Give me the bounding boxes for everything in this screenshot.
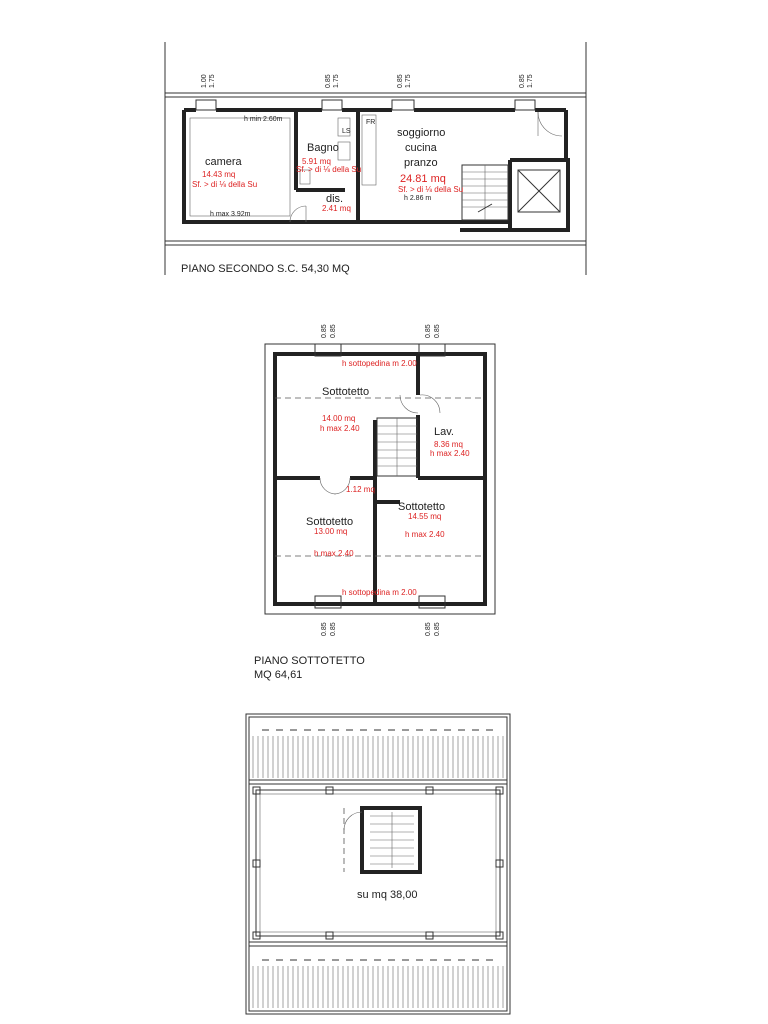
bagno-name: Bagno <box>307 142 339 154</box>
roof-area-label: su mq 38,00 <box>357 889 418 901</box>
attic-plan: 0.85 0.85 0.85 0.85 0.85 0.85 0.85 0.85 … <box>254 324 496 681</box>
attic-sw-h: h max 2.40 <box>314 549 354 558</box>
second-floor-plan: 1.00 1.75 0.85 1.75 0.85 1.75 0.85 1.75 … <box>164 42 587 275</box>
bagno-area: 5.91 mq <box>302 157 331 166</box>
roof-stair-core <box>343 806 422 874</box>
attic-dims: 0.85 0.85 0.85 0.85 0.85 0.85 0.85 0.85 <box>321 324 441 636</box>
attic-sw-name: Sottotetto <box>306 516 353 528</box>
dim-2a: 0.85 <box>325 74 332 88</box>
soggiorno-height: h 2.86 m <box>404 195 431 202</box>
attic-h-bottom: h sottopedina m 2.00 <box>342 588 417 597</box>
attic-dim-b2b: 0.85 <box>434 622 441 636</box>
soggiorno-note: Sf. > di ⅛ della Su <box>398 185 463 194</box>
soggiorno-name-3: pranzo <box>404 157 438 169</box>
attic-dim-t2a: 0.85 <box>425 324 432 338</box>
attic-dim-t1b: 0.85 <box>330 324 337 338</box>
second-floor-dims: 1.00 1.75 0.85 1.75 0.85 1.75 0.85 1.75 <box>201 74 534 88</box>
camera-name: camera <box>205 156 243 168</box>
bagno-note: Sf. > di ⅛ della Su <box>296 165 361 174</box>
second-floor-caption: PIANO SECONDO S.C. 54,30 MQ <box>181 263 350 275</box>
dim-3a: 0.85 <box>397 74 404 88</box>
dim-4b: 1.75 <box>527 74 534 88</box>
soggiorno-area: 24.81 mq <box>400 173 446 185</box>
attic-lav-h: h max 2.40 <box>430 449 470 458</box>
attic-dim-b2a: 0.85 <box>425 622 432 636</box>
attic-dim-t1a: 0.85 <box>321 324 328 338</box>
dis-area: 2.41 mq <box>322 204 351 213</box>
bathroom-fixtures <box>299 114 377 186</box>
attic-nw-name: Sottotetto <box>322 386 369 398</box>
attic-se-h: h max 2.40 <box>405 530 445 539</box>
attic-sw-area: 13.00 mq <box>314 527 347 536</box>
attic-h-top: h sottopedina m 2.00 <box>342 359 417 368</box>
soggiorno-name-2: cucina <box>405 142 438 154</box>
second-floor-stairs <box>461 164 509 221</box>
dim-4a: 0.85 <box>519 74 526 88</box>
dim-3b: 1.75 <box>405 74 412 88</box>
roof-plan: su mq 38,00 <box>245 713 511 1015</box>
attic-stairs <box>376 417 418 477</box>
attic-landing-area: 1.12 mq <box>346 485 375 494</box>
attic-nw-area: 14.00 mq <box>322 414 355 423</box>
dim-1a: 1.00 <box>201 74 208 88</box>
camera-note: Sf. > di ⅛ della Su <box>192 180 257 189</box>
dim-2b: 1.75 <box>333 74 340 88</box>
attic-lav-area: 8.36 mq <box>434 440 463 449</box>
attic-dim-b1b: 0.85 <box>330 622 337 636</box>
fixture-fr: FR <box>366 119 375 126</box>
dim-1b: 1.75 <box>209 74 216 88</box>
attic-dim-b1a: 0.85 <box>321 622 328 636</box>
fixture-ls: LS <box>342 128 351 135</box>
attic-dim-t2b: 0.85 <box>434 324 441 338</box>
attic-caption-1: PIANO SOTTOTETTO <box>254 655 365 667</box>
roof-top-band <box>249 729 507 785</box>
camera-area: 14.43 mq <box>202 170 235 179</box>
roof-posts <box>252 786 504 940</box>
soggiorno-name-1: soggiorno <box>397 127 445 139</box>
dis-name: dis. <box>326 193 343 205</box>
camera-h-max: h max 3.92m <box>210 211 251 218</box>
attic-lav-name: Lav. <box>434 426 454 438</box>
attic-se-name: Sottotetto <box>398 501 445 513</box>
attic-caption-2: MQ 64,61 <box>254 669 302 681</box>
roof-bottom-band <box>249 941 507 1008</box>
attic-se-area: 14.55 mq <box>408 512 441 521</box>
camera-h-min: h min 2.60m <box>244 116 283 123</box>
second-floor-windows <box>195 99 536 111</box>
attic-nw-h: h max 2.40 <box>320 424 360 433</box>
